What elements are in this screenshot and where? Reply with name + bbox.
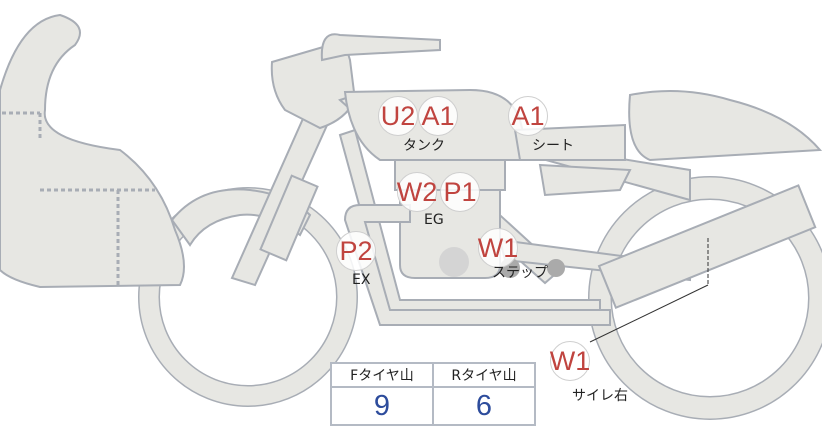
label-tank: タンク — [403, 138, 445, 154]
label-seat: シート — [532, 138, 574, 154]
muffler — [597, 184, 817, 310]
exhaust-pipe — [343, 204, 611, 326]
marker-seat-a1[interactable]: A1 — [508, 96, 548, 136]
front-tire-value: 9 — [330, 386, 434, 426]
label-eg: EG — [424, 212, 444, 228]
rear-tire-value: 6 — [432, 386, 536, 426]
seat — [513, 123, 626, 161]
front-tire-header: Fタイヤ山 — [330, 362, 434, 388]
label-ex: EX — [352, 272, 371, 288]
marker-ex-p2[interactable]: P2 — [336, 231, 376, 271]
marker-tank-a1[interactable]: A1 — [418, 96, 458, 136]
label-step: ステップ — [492, 265, 548, 281]
rear-tire-header: Rタイヤ山 — [432, 362, 536, 388]
leader-line — [589, 284, 709, 343]
marker-muffler-w1[interactable]: W1 — [550, 341, 590, 381]
fairing — [0, 13, 185, 289]
marker-tank-u2[interactable]: U2 — [378, 96, 418, 136]
marker-step-w1[interactable]: W1 — [478, 228, 518, 268]
label-muffler: サイレ右 — [572, 388, 628, 404]
tire-tread-table: Fタイヤ山 Rタイヤ山 9 6 — [330, 362, 536, 426]
marker-eg-w2[interactable]: W2 — [397, 172, 437, 212]
marker-eg-p1[interactable]: P1 — [440, 172, 480, 212]
